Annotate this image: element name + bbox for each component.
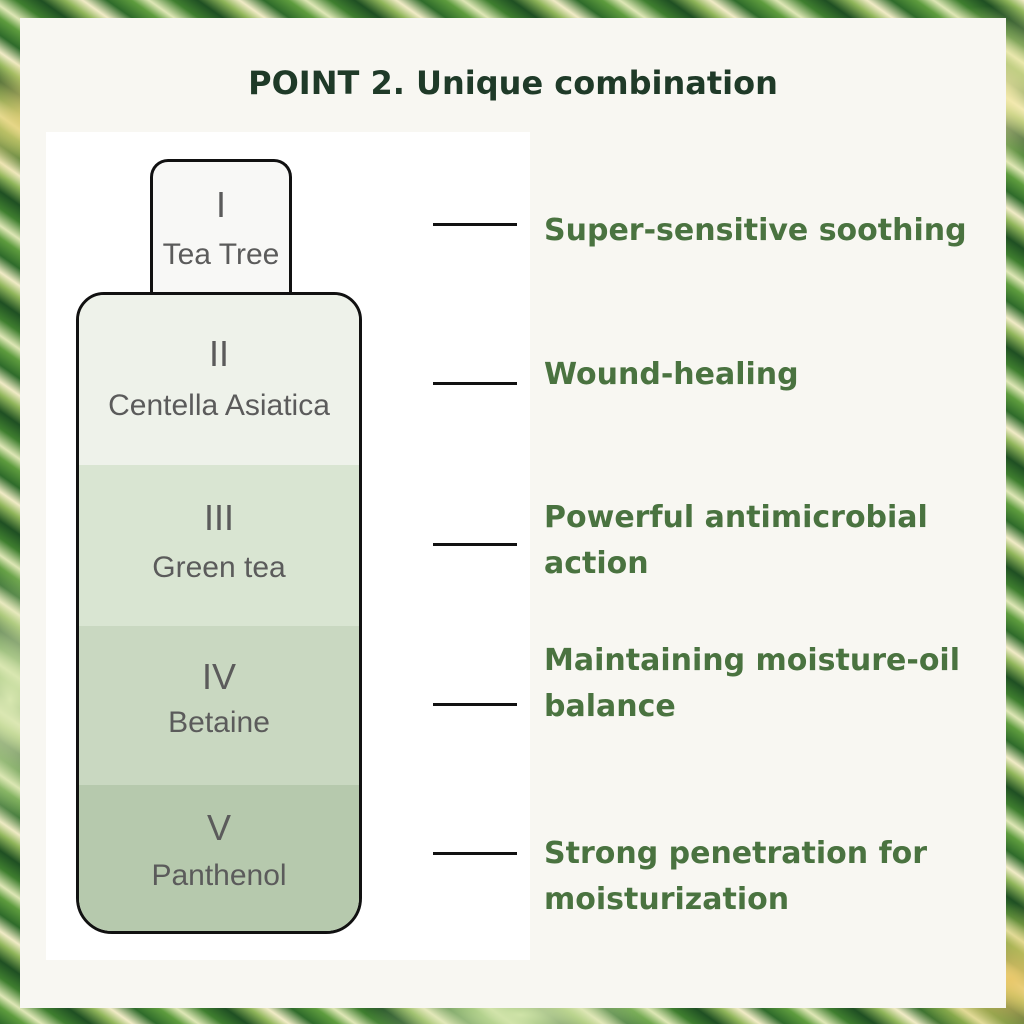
benefit-5: Strong penetration for moisturization [544, 836, 928, 917]
layer-5-name: Panthenol [151, 859, 287, 892]
layer-3-segment: III Green tea [79, 465, 359, 626]
connector-line-1 [433, 223, 517, 226]
layer-4-numeral: IV [201, 656, 236, 697]
bottle-body: II Centella Asiatica III Green tea IV Be… [76, 292, 362, 934]
layer-4-segment: IV Betaine [79, 626, 359, 785]
layer-2-segment: II Centella Asiatica [79, 295, 359, 465]
page-title: POINT 2. Unique combination [248, 64, 778, 102]
layer-3-numeral: III [203, 497, 234, 538]
benefit-2: Wound-healing [544, 357, 799, 392]
benefit-1: Super-sensitive soothing [544, 213, 967, 248]
benefit-4: Maintaining moisture-oil balance [544, 643, 961, 724]
benefit-3: Powerful antimicrobial action [544, 500, 928, 581]
layer-1-name: Tea Tree [162, 238, 280, 271]
layer-4-name: Betaine [168, 706, 270, 739]
connector-line-2 [433, 382, 517, 385]
layer-2-numeral: II [208, 333, 229, 374]
bottle-illustration: I Tea Tree II Centella Asiatica III Gree… [46, 132, 530, 960]
connector-line-3 [433, 543, 517, 546]
layer-3-name: Green tea [152, 551, 286, 584]
layer-5-segment: V Panthenol [79, 785, 359, 931]
layer-2-name: Centella Asiatica [108, 389, 330, 422]
connector-line-5 [433, 852, 517, 855]
layer-1-numeral: I [215, 184, 226, 225]
connector-line-4 [433, 703, 517, 706]
infographic-card: POINT 2. Unique combination I Tea Tree I… [20, 18, 1006, 1008]
layer-5-numeral: V [206, 807, 231, 848]
bottle-neck-layer-1: I Tea Tree [150, 159, 292, 313]
